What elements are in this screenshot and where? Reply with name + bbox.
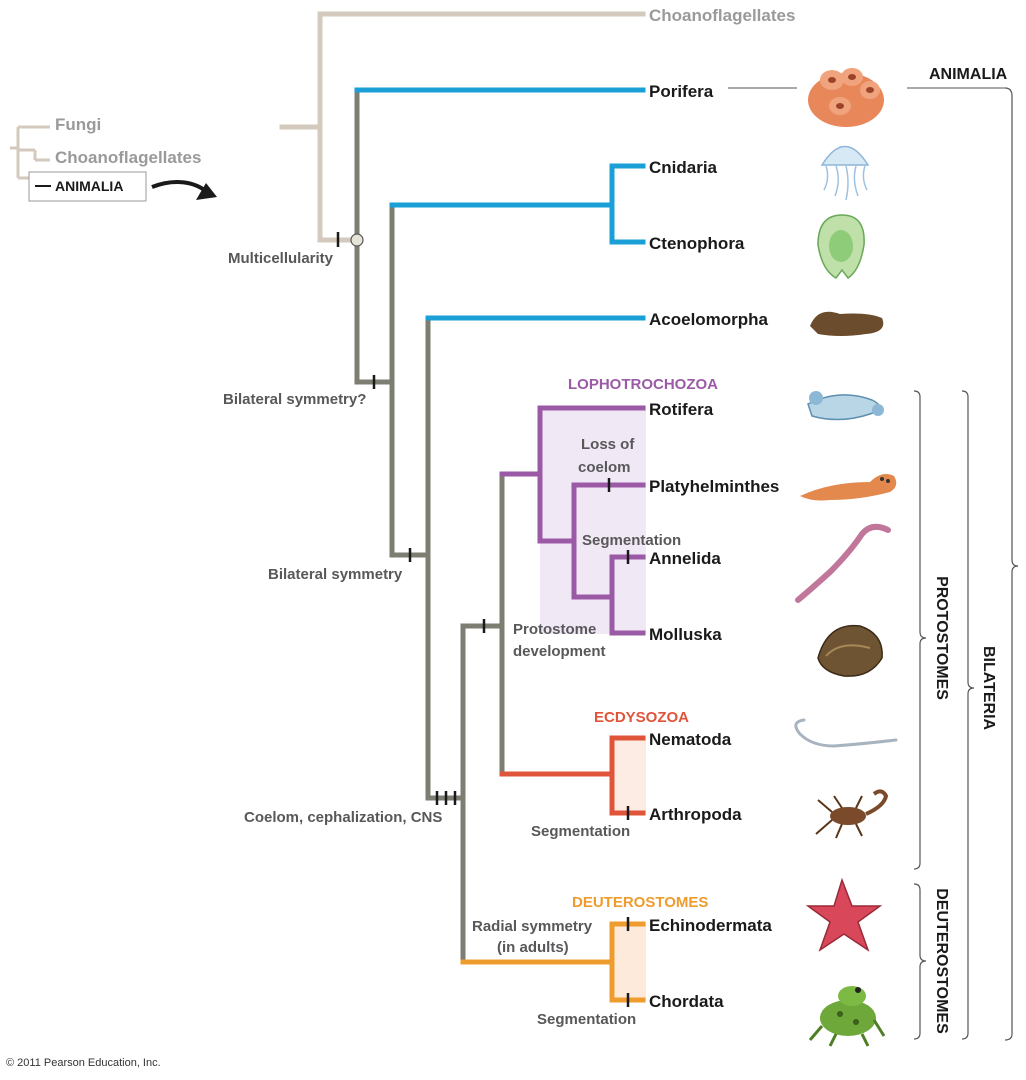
label-deuterostomes: DEUTEROSTOMES [933, 888, 950, 1034]
trait-segmentation-chordata: Segmentation [537, 1011, 636, 1028]
arrow-icon [151, 179, 209, 194]
inset-branches [10, 125, 50, 180]
animalia-bracket [1004, 87, 1019, 1041]
sponge-icon [808, 68, 884, 127]
trait-radial-symmetry-line1: Radial symmetry [472, 918, 593, 935]
group-lophotrochozoa: LOPHOTROCHOZOA [568, 376, 718, 393]
basal-branches [354, 87, 646, 321]
sea-star-icon [805, 877, 883, 952]
trait-ticks [336, 232, 630, 1007]
comb-jelly-icon [817, 214, 865, 280]
earthworm-icon [795, 523, 891, 603]
roundworm-icon [794, 718, 898, 748]
rotifer-icon [807, 391, 884, 421]
trait-multicellularity: Multicellularity [228, 250, 334, 267]
group-ecdysozoa: ECDYSOZOA [594, 709, 689, 726]
jellyfish-icon [820, 145, 870, 201]
acoel-worm-icon [810, 311, 884, 336]
taxon-platyhelminthes: Platyhelminthes [649, 477, 779, 496]
taxon-ctenophora: Ctenophora [649, 234, 745, 253]
clam-icon [817, 624, 883, 677]
inset-tree: Fungi Choanoflagellates ANIMALIA [10, 115, 217, 202]
copyright-notice: © 2011 Pearson Education, Inc. [6, 1057, 161, 1069]
ecdysozoa-branches [499, 735, 646, 816]
trait-loss-of-coelom-line2: coelom [578, 459, 631, 476]
inset-choanoflagellates: Choanoflagellates [55, 148, 201, 167]
trunk-branches [354, 87, 505, 965]
trait-bilateral-symmetry-question: Bilateral symmetry? [223, 391, 366, 408]
taxon-echinodermata: Echinodermata [649, 916, 772, 935]
trait-loss-of-coelom-line1: Loss of [581, 436, 635, 453]
taxon-annelida: Annelida [649, 549, 721, 568]
lophotrochozoa-branches [499, 405, 646, 636]
taxon-choanoflagellates: Choanoflagellates [649, 6, 795, 25]
deuterostomes-bracket [913, 883, 927, 1040]
taxon-rotifera: Rotifera [649, 400, 714, 419]
flatworm-icon [800, 474, 897, 501]
ancestor-node [350, 233, 364, 247]
scorpion-icon [815, 789, 889, 839]
taxon-nematoda: Nematoda [649, 730, 732, 749]
bilateria-bracket [961, 390, 975, 1040]
deuterostomes-fill [612, 923, 646, 1001]
trait-protostome-line1: Protostome [513, 621, 596, 638]
inset-fungi: Fungi [55, 115, 101, 134]
inset-animalia: ANIMALIA [55, 178, 123, 194]
trait-segmentation-arthropoda: Segmentation [531, 823, 630, 840]
trait-protostome-line2: development [513, 643, 606, 660]
ecdysozoa-fill [612, 736, 646, 814]
protostomes-bracket [913, 390, 927, 870]
taxon-chordata: Chordata [649, 992, 724, 1011]
taxon-molluska: Molluska [649, 625, 722, 644]
trait-segmentation-annelida: Segmentation [582, 532, 681, 549]
arrow-head-icon [196, 183, 217, 200]
frog-icon [808, 986, 886, 1047]
group-deuterostomes: DEUTEROSTOMES [572, 894, 708, 911]
taxon-acoelomorpha: Acoelomorpha [649, 310, 769, 329]
taxon-porifera: Porifera [649, 82, 714, 101]
taxon-arthropoda: Arthropoda [649, 805, 742, 824]
trait-coelom-cephalization-cns: Coelom, cephalization, CNS [244, 809, 442, 826]
trait-bilateral-symmetry: Bilateral symmetry [268, 566, 403, 583]
label-protostomes: PROTOSTOMES [933, 576, 950, 700]
label-animalia: ANIMALIA [929, 66, 1008, 83]
label-bilateria: BILATERIA [980, 646, 997, 731]
taxon-cnidaria: Cnidaria [649, 158, 718, 177]
trait-radial-symmetry-line2: (in adults) [497, 939, 569, 956]
